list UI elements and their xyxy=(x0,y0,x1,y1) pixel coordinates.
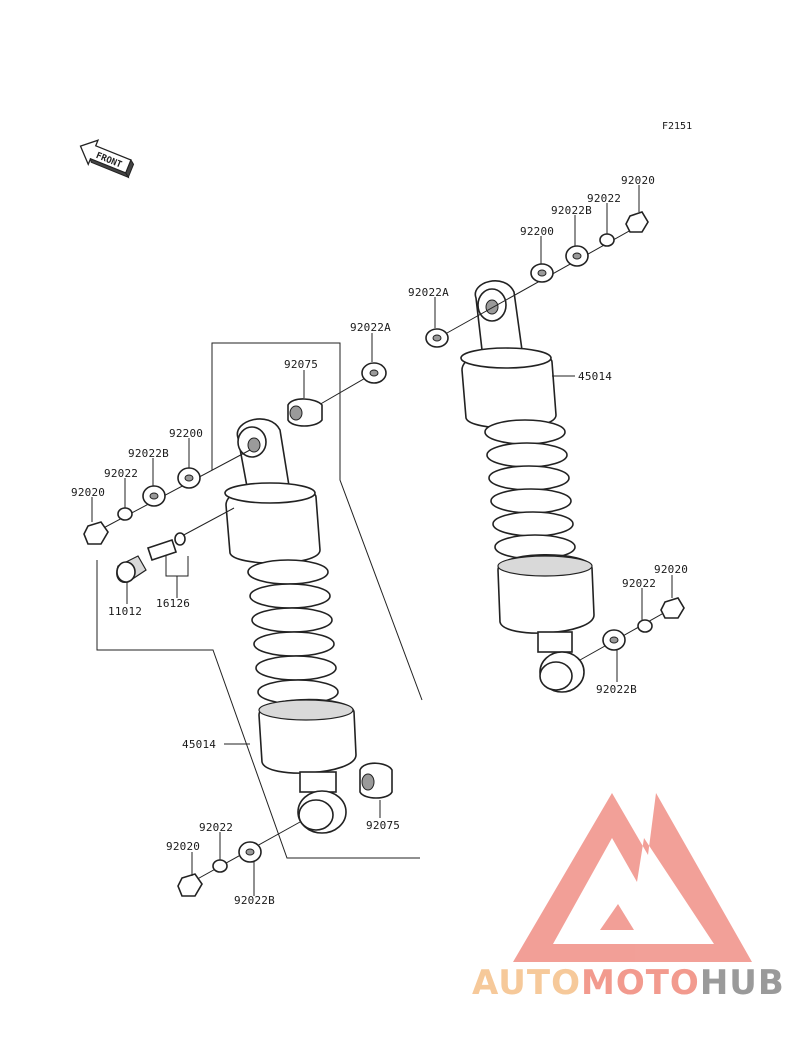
label-92200: 92200 xyxy=(520,225,554,238)
label-92022: 92022 xyxy=(587,192,621,205)
label-92022: 92022 xyxy=(622,577,656,590)
label-16126: 16126 xyxy=(156,597,190,610)
leader-lines xyxy=(91,185,673,896)
nut-92020-right xyxy=(625,211,649,233)
front-arrow-icon: FRONT xyxy=(79,139,135,179)
left-adjuster-parts xyxy=(116,507,235,583)
label-92022B: 92022B xyxy=(128,447,169,460)
label-92022: 92022 xyxy=(104,467,138,480)
label-92022B: 92022B xyxy=(234,894,275,907)
washer-92022-right xyxy=(599,233,615,247)
label-92022B: 92022B xyxy=(551,204,592,217)
right-shock-absorber xyxy=(460,280,595,693)
part-labels: 92020 92022 92022B 92200 92022A 45014 92… xyxy=(71,174,688,907)
label-92022A: 92022A xyxy=(408,286,449,299)
left-spring xyxy=(247,559,339,705)
label-11012: 11012 xyxy=(108,605,142,618)
right-spring xyxy=(484,419,576,560)
label-92022: 92022 xyxy=(199,821,233,834)
right-top-hardware xyxy=(425,211,649,348)
label-92075: 92075 xyxy=(284,358,318,371)
label-92020: 92020 xyxy=(654,563,688,576)
label-92020: 92020 xyxy=(166,840,200,853)
watermark-text: AUTOMOTOHUB xyxy=(472,963,785,1003)
label-45014: 45014 xyxy=(182,738,216,751)
left-bracket-lines xyxy=(96,342,423,859)
watermark: AUTOMOTOHUB xyxy=(472,793,785,1003)
left-shock-absorber xyxy=(224,418,357,834)
left-bottom-hardware xyxy=(177,762,393,897)
label-92020: 92020 xyxy=(621,174,655,187)
label-92022A: 92022A xyxy=(350,321,391,334)
watermark-logo-icon xyxy=(513,793,752,962)
label-92075: 92075 xyxy=(366,819,400,832)
label-45014: 45014 xyxy=(578,370,612,383)
label-92022B: 92022B xyxy=(596,683,637,696)
label-92020: 92020 xyxy=(71,486,105,499)
right-bottom-hardware xyxy=(579,597,685,661)
diagram-code: F2151 xyxy=(662,121,692,132)
left-top-hardware xyxy=(83,362,387,545)
label-92200: 92200 xyxy=(169,427,203,440)
